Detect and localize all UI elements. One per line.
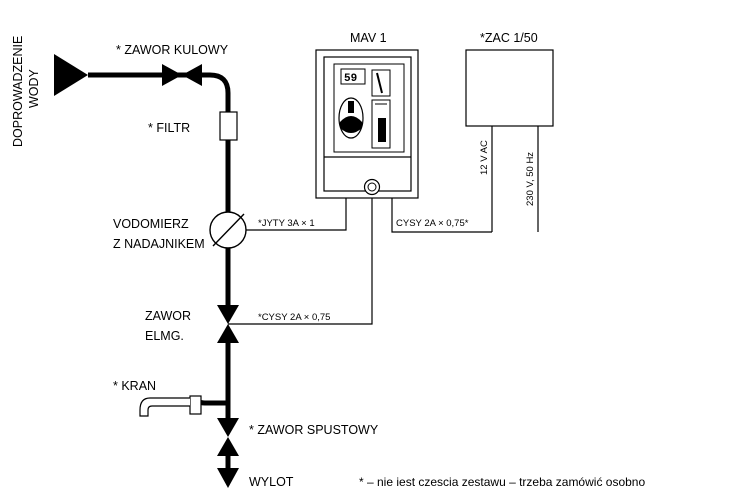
coin-slot-icon: [338, 97, 364, 139]
display-panel: [340, 68, 366, 85]
solenoid-label-1: ZAWOR: [145, 309, 191, 323]
inlet-pipe: [88, 72, 231, 112]
ac230-label: 230 V, 50 Hz: [525, 152, 536, 206]
ball-valve-label: * ZAWOR KULOWY: [116, 43, 229, 57]
footnote: * – nie iest czescia zestawu – trzeba za…: [359, 475, 645, 489]
water-supply-arrow: [54, 54, 88, 96]
outlet-label: WYLOT: [249, 475, 294, 489]
meter-label-1: VODOMIERZ: [113, 217, 189, 231]
mav-label: MAV 1: [350, 31, 387, 45]
ball-valve-icon: [162, 64, 202, 86]
cable-mav-to-zac: [391, 198, 492, 233]
zac-label: *ZAC 1/50: [480, 31, 538, 45]
return-lever-icon: [371, 69, 391, 149]
drain-valve-icon: [217, 418, 239, 456]
cable-solenoid-label: *CYSY 2A × 0,75: [258, 312, 330, 323]
ac12-label: 12 V AC: [479, 140, 490, 175]
water-supply-label-1: DOPROWADZENIE: [11, 36, 25, 147]
solenoid-valve-icon: [217, 305, 239, 343]
cable-meter-label: *JYTY 3A × 1: [258, 218, 315, 229]
zac-power-supply: [465, 49, 554, 127]
meter-label-2: Z NADAJNIKEM: [113, 237, 205, 251]
water-supply-label-2: WODY: [27, 68, 41, 108]
cable-solenoid-to-mav: [228, 198, 373, 325]
outlet-arrow: [217, 468, 239, 488]
cable-meter-to-mav: [246, 198, 347, 231]
coin-return-icon: [363, 178, 381, 196]
tap-icon: [139, 395, 202, 417]
solenoid-label-2: ELMG.: [145, 329, 184, 343]
display-value: 59: [344, 73, 357, 85]
mav-controller: 59: [315, 49, 419, 199]
water-meter-icon: [209, 211, 247, 249]
tap-label: * KRAN: [113, 379, 156, 393]
filter-label: * FILTR: [148, 121, 190, 135]
filter-icon: [219, 111, 238, 141]
cable-zac-label: CYSY 2A × 0,75*: [396, 218, 469, 229]
drain-valve-label: * ZAWOR SPUSTOWY: [249, 423, 379, 437]
